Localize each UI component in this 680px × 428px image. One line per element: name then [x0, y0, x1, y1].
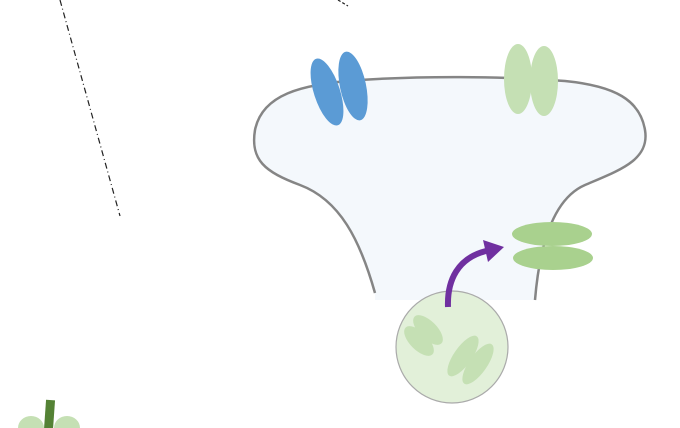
plant-icon [18, 400, 80, 428]
dashed-guide-line-top [338, 0, 348, 6]
vesicle-icon [396, 291, 508, 403]
spine-body [254, 77, 645, 300]
dashed-guide-line [60, 0, 120, 216]
